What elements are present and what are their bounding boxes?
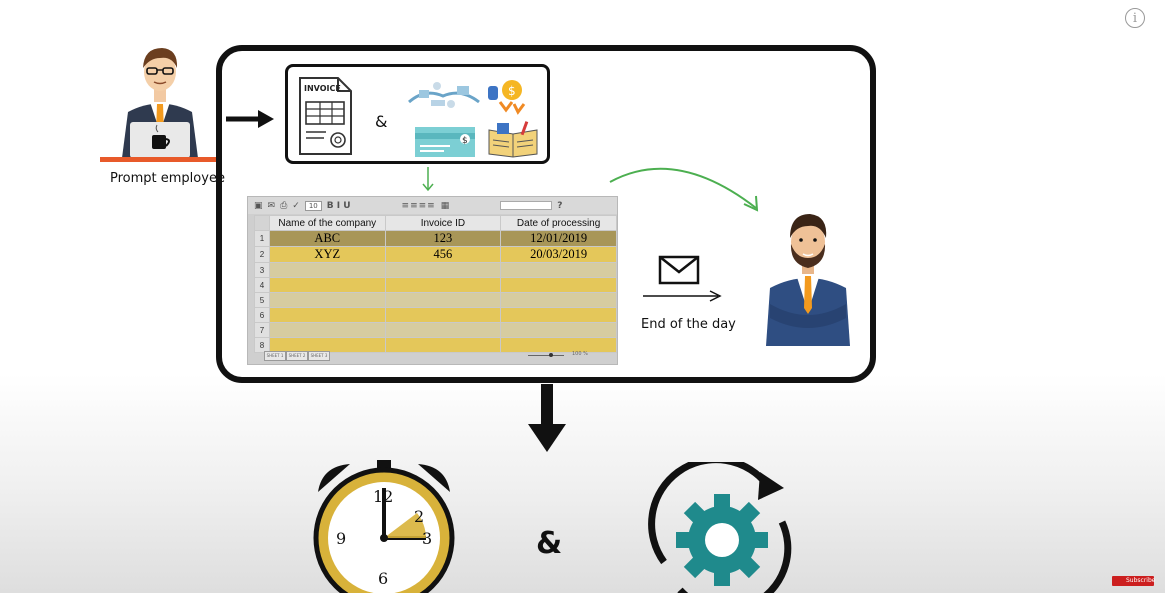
table-row: 5 xyxy=(254,292,617,308)
alarm-clock-icon: 12 2 3 9 6 xyxy=(313,460,455,593)
table-cell[interactable]: 456 xyxy=(384,246,502,263)
clock-number: 2 xyxy=(414,507,424,526)
row-number[interactable]: 2 xyxy=(254,246,270,263)
employee-figure xyxy=(100,40,220,165)
process-frame xyxy=(216,45,876,383)
clock-number: 12 xyxy=(373,487,393,506)
table-cell[interactable]: 12/01/2019 xyxy=(500,230,617,247)
sheet-tab[interactable]: SHEET 1 xyxy=(264,351,286,361)
svg-text:$: $ xyxy=(462,136,468,146)
table-row: 7 xyxy=(254,322,617,338)
table-cell[interactable] xyxy=(500,337,617,353)
down-arrow-icon xyxy=(528,384,566,452)
column-header[interactable]: Date of processing xyxy=(500,215,617,231)
table-row: 8 xyxy=(254,337,617,353)
row-number[interactable]: 8 xyxy=(254,337,270,353)
row-number[interactable]: 3 xyxy=(254,262,270,278)
mail-icon[interactable]: ✉ xyxy=(267,200,276,211)
right-arrow-icon xyxy=(226,110,274,128)
ampersand-top: & xyxy=(375,112,388,131)
spreadsheet-toolbar: ▣ ✉ ⎙ ✓ 10 B I U ≡≡≡≡ ▦ ? xyxy=(248,197,617,214)
table-cell[interactable] xyxy=(500,307,617,323)
search-input[interactable] xyxy=(500,201,553,210)
manager-figure xyxy=(766,214,850,346)
spreadsheet-grid: Name of the company Invoice ID Date of p… xyxy=(254,215,617,353)
invoice-label: INVOICE xyxy=(304,84,341,93)
clock-number: 3 xyxy=(422,529,432,548)
subscribe-button[interactable]: Subscribe xyxy=(1112,576,1155,586)
zoom-slider[interactable] xyxy=(528,355,564,356)
table-cell[interactable] xyxy=(268,337,386,353)
table-cell[interactable] xyxy=(384,262,502,278)
table-row: 4 xyxy=(254,277,617,293)
invoice-document-icon xyxy=(299,77,352,155)
help-icon[interactable]: ? xyxy=(557,200,563,211)
clock-number: 6 xyxy=(378,569,388,588)
send-arrow-icon xyxy=(643,290,722,302)
ledger-book-icon xyxy=(488,121,538,158)
format-buttons[interactable]: B I U xyxy=(326,200,351,211)
end-of-day-label: End of the day xyxy=(641,317,736,332)
table-cell[interactable]: 20/03/2019 xyxy=(500,246,617,263)
table-cell[interactable]: ABC xyxy=(268,230,386,247)
grid-icon[interactable]: ▦ xyxy=(440,200,450,211)
sheet-tab[interactable]: SHEET 3 xyxy=(308,351,330,361)
zoom-level: 100 % xyxy=(572,351,588,357)
table-row: 1 ABC 123 12/01/2019 xyxy=(254,230,617,247)
zoom-thumb[interactable] xyxy=(549,353,553,357)
envelope-icon xyxy=(658,255,700,285)
corner-cell xyxy=(254,215,270,231)
svg-text:$: $ xyxy=(508,84,516,98)
ampersand-bottom: & xyxy=(536,526,563,561)
table-cell[interactable] xyxy=(500,292,617,308)
curved-arrow-icon xyxy=(609,167,759,212)
align-icons[interactable]: ≡≡≡≡ xyxy=(401,200,436,211)
spreadsheet: ▣ ✉ ⎙ ✓ 10 B I U ≡≡≡≡ ▦ ? Name of the co… xyxy=(247,196,618,365)
table-cell[interactable] xyxy=(268,277,386,293)
row-number[interactable]: 4 xyxy=(254,277,270,293)
spreadsheet-footer: SHEET 1 SHEET 2 SHEET 3 100 % xyxy=(248,349,617,363)
print-icon[interactable]: ⎙ xyxy=(280,200,288,211)
table-row: 6 xyxy=(254,307,617,323)
save-icon[interactable]: ▣ xyxy=(254,200,263,211)
row-number[interactable]: 1 xyxy=(254,230,270,247)
prompt-employee-label: Prompt employee xyxy=(110,171,225,186)
table-cell[interactable] xyxy=(384,307,502,323)
table-cell[interactable] xyxy=(268,307,386,323)
table-cell[interactable] xyxy=(500,277,617,293)
row-number[interactable]: 7 xyxy=(254,322,270,338)
table-cell[interactable] xyxy=(268,262,386,278)
column-header[interactable]: Name of the company xyxy=(268,215,386,231)
table-row: 3 xyxy=(254,262,617,278)
table-cell[interactable] xyxy=(500,322,617,338)
column-header[interactable]: Invoice ID xyxy=(384,215,502,231)
info-icon[interactable]: i xyxy=(1125,8,1145,28)
table-cell[interactable] xyxy=(500,262,617,278)
table-cell[interactable] xyxy=(384,292,502,308)
down-arrow-green-icon xyxy=(422,167,434,192)
table-cell[interactable] xyxy=(384,277,502,293)
clock-number: 9 xyxy=(336,529,346,548)
table-cell[interactable] xyxy=(268,292,386,308)
table-cell[interactable]: XYZ xyxy=(268,246,386,263)
table-cell[interactable] xyxy=(268,322,386,338)
row-number[interactable]: 5 xyxy=(254,292,270,308)
font-size-select[interactable]: 10 xyxy=(304,200,322,211)
handshake-icon xyxy=(408,82,480,108)
sheet-tab[interactable]: SHEET 2 xyxy=(286,351,308,361)
table-row: 2 XYZ 456 20/03/2019 xyxy=(254,246,617,263)
gear-refresh-icon xyxy=(648,462,792,593)
table-cell[interactable] xyxy=(384,337,502,353)
table-cell[interactable] xyxy=(384,322,502,338)
coin-payment-icon: $ xyxy=(488,80,526,115)
spellcheck-icon[interactable]: ✓ xyxy=(292,200,300,211)
row-number[interactable]: 6 xyxy=(254,307,270,323)
cheque-icon: $ xyxy=(415,127,475,157)
table-cell[interactable]: 123 xyxy=(384,230,502,247)
